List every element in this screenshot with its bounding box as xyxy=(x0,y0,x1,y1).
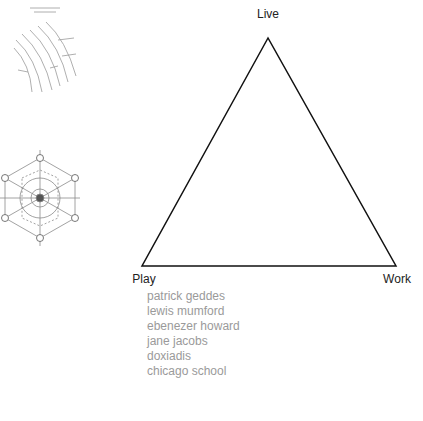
valley-section-sketch xyxy=(14,8,76,92)
author-name: chicago school xyxy=(147,365,226,377)
author-name: patrick geddes xyxy=(147,290,225,302)
hexagon-city-diagram xyxy=(0,150,80,246)
corner-label: Play xyxy=(132,273,155,285)
author-name: lewis mumford xyxy=(147,305,224,317)
corner-label: Work xyxy=(383,273,411,285)
author-name: jane jacobs xyxy=(147,335,208,347)
author-name: doxiadis xyxy=(147,350,191,362)
triangle xyxy=(142,38,396,266)
corner-label: Live xyxy=(257,8,279,20)
author-name: ebenezer howard xyxy=(147,320,240,332)
